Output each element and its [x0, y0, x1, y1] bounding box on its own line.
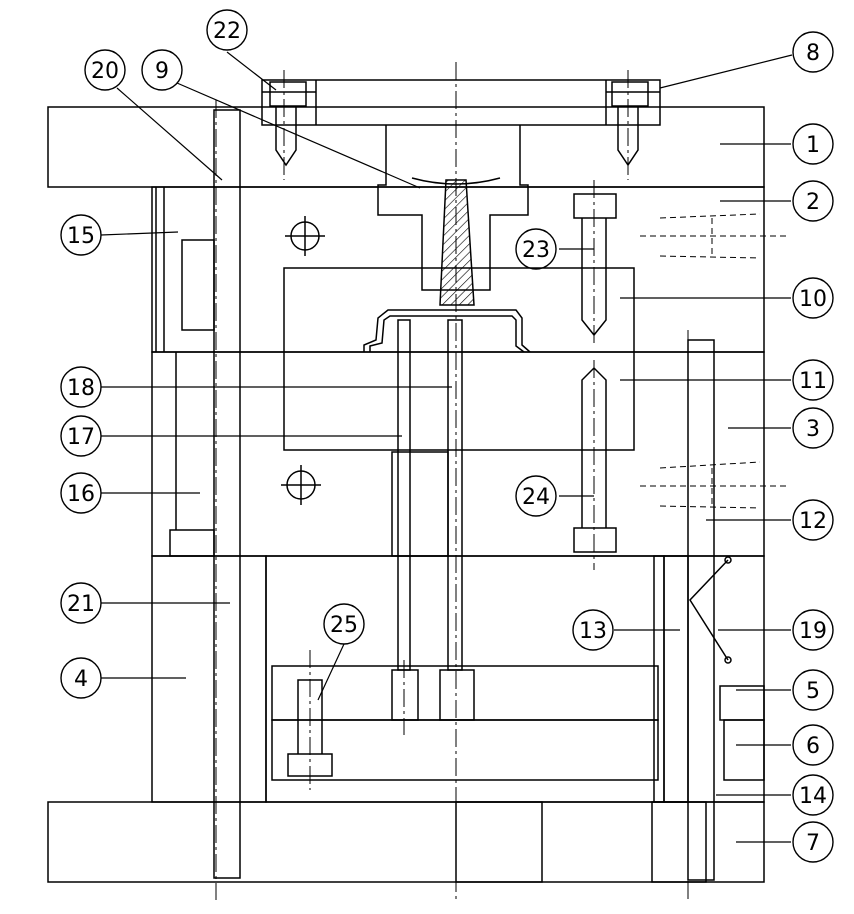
callout-13: 13: [579, 619, 607, 644]
callout-8: 8: [806, 41, 820, 66]
callout-15: 15: [67, 224, 95, 249]
callout-18: 18: [67, 376, 95, 401]
leader-lines: [100, 51, 793, 843]
callout-16: 16: [67, 482, 95, 507]
sprue-bushing: [377, 125, 529, 306]
callout-6: 6: [806, 734, 820, 759]
callout-3: 3: [806, 417, 820, 442]
spring: [689, 556, 732, 664]
bottom-clamp-plate: [47, 801, 765, 883]
callout-4: 4: [74, 667, 88, 692]
callout-21: 21: [67, 592, 95, 617]
callout-22: 22: [213, 19, 241, 44]
spacer-blocks: [151, 555, 765, 803]
return-pin: [651, 339, 715, 883]
top-clamp-plate: [47, 106, 765, 188]
callout-numbers: 1 2 3 4 5 6 7 8 9 10 11 12 13 14 15 16 1…: [67, 19, 827, 856]
ejector-plates: [271, 665, 765, 781]
center-lines: [215, 62, 689, 900]
locating-ring: [261, 79, 661, 126]
callout-20: 20: [91, 59, 119, 84]
callout-10: 10: [799, 287, 827, 312]
core-plate: [151, 351, 765, 557]
callout-12: 12: [799, 509, 827, 534]
molded-part: [363, 309, 531, 353]
callout-5: 5: [806, 679, 820, 704]
callout-circles: [60, 9, 834, 863]
callout-25: 25: [330, 613, 358, 638]
callout-19: 19: [799, 619, 827, 644]
callout-23: 23: [522, 238, 550, 263]
cooling-channels: [640, 213, 790, 509]
callout-7: 7: [806, 831, 820, 856]
guide-pillar: [155, 109, 241, 879]
callout-2: 2: [806, 190, 820, 215]
callout-11: 11: [799, 369, 827, 394]
callout-1: 1: [806, 133, 820, 158]
callout-14: 14: [799, 784, 827, 809]
callout-17: 17: [67, 425, 95, 450]
callout-24: 24: [522, 485, 550, 510]
callout-9: 9: [155, 59, 169, 84]
